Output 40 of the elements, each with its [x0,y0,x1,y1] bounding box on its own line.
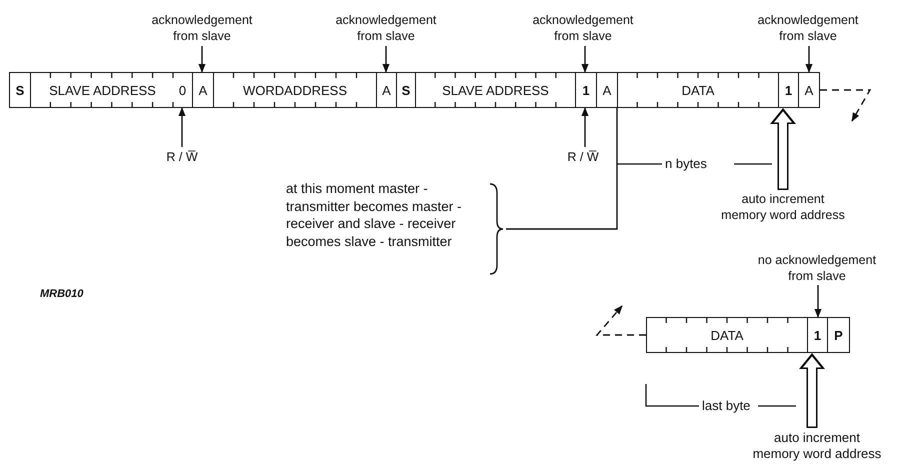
frame-field: WORDADDRESS [213,72,377,108]
note-text: at this moment master - transmitter becomes master - receiver and slave - receiver becomes slave - transmitter [286,180,463,250]
annotation-text: auto increment memory word address [752,430,882,462]
annotation-text: acknowledgement from slave [150,12,254,44]
arrow [581,46,589,73]
frame-field: SLAVE ADDRESS [415,72,576,108]
arrow [382,46,390,73]
frame-field: A [596,72,618,108]
frame-field: S [396,72,416,108]
annotation-text: acknowledgement from slave [756,12,860,44]
hollow-arrow [770,108,796,190]
frame-field: SLAVE ADDRESS [30,72,174,108]
annotation-text: auto increment memory word address [720,191,846,223]
frame-field: 0 [173,72,193,108]
frame-field: P [827,317,850,353]
figure-code: MRB010 [38,288,86,300]
arrow [595,305,646,336]
hollow-arrow [799,353,825,428]
frame-field: A [376,72,397,108]
arrow [805,46,813,73]
annotation-text: R / W̅ [166,149,198,165]
arrow [198,46,206,73]
arrow [814,285,822,318]
arrow [178,107,186,147]
frame-field: A [192,72,214,108]
frame-field: 1 [807,317,828,353]
arrow [820,89,872,122]
frame-field: S [9,72,31,108]
frame-field: 1 [575,72,597,108]
frame-field: 1 [778,72,799,108]
frame-field: A [798,72,820,108]
annotation-text: acknowledgement from slave [532,12,634,44]
dimension-label: last byte [700,398,752,413]
arrow [581,107,589,147]
frame-field: DATA [617,72,779,108]
annotation-text: R / W̅ [567,149,599,165]
frame-field: DATA [646,317,808,353]
annotation-text: no acknowledgement from slave [756,252,878,284]
annotation-text: acknowledgement from slave [334,12,438,44]
dimension-label: n bytes [663,156,709,171]
